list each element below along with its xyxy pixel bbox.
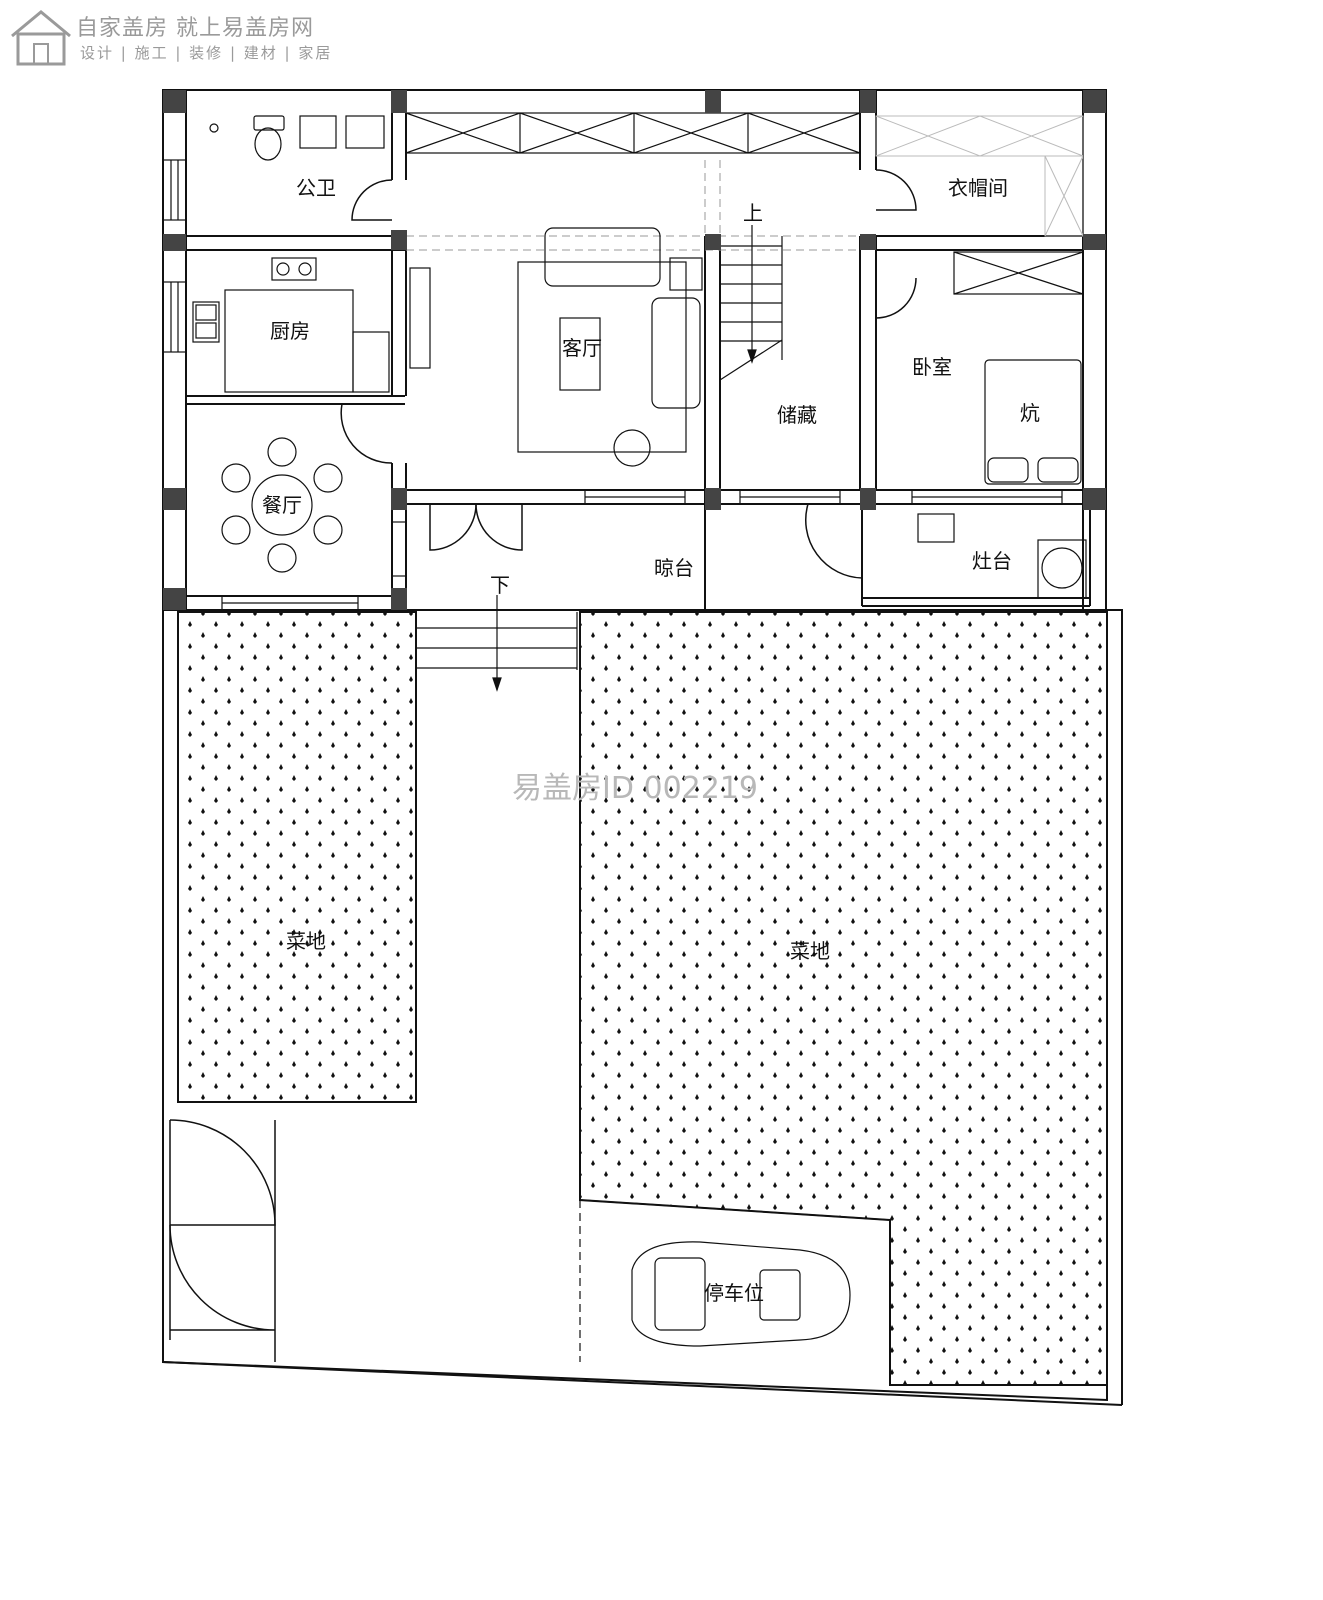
label-bedroom: 卧室	[912, 355, 952, 379]
watermark: 易盖房ID 002219	[512, 771, 758, 806]
label-parking: 停车位	[704, 1281, 764, 1305]
label-stove: 灶台	[972, 549, 1012, 573]
label-dining: 餐厅	[262, 493, 302, 517]
house-logo-icon	[11, 10, 71, 66]
label-garden-right: 菜地	[790, 939, 830, 963]
label-bathroom: 公卫	[296, 176, 336, 200]
label-living: 客厅	[562, 336, 602, 360]
label-garden-left: 菜地	[286, 929, 326, 953]
label-stair-down: 下	[490, 573, 510, 597]
label-closet: 衣帽间	[948, 176, 1008, 200]
label-kang: 炕	[1020, 401, 1040, 425]
label-drying: 晾台	[654, 556, 694, 580]
label-stair-up: 上	[743, 201, 763, 225]
garden-right-area	[579, 611, 1108, 1386]
logo-slogan: 自家盖房 就上易盖房网	[76, 16, 314, 41]
label-storage: 储藏	[777, 403, 817, 427]
garden-left-area	[177, 611, 417, 1103]
logo-services: 设计 | 施工 | 装修 | 建材 | 家居	[80, 44, 333, 62]
label-kitchen: 厨房	[270, 319, 310, 343]
